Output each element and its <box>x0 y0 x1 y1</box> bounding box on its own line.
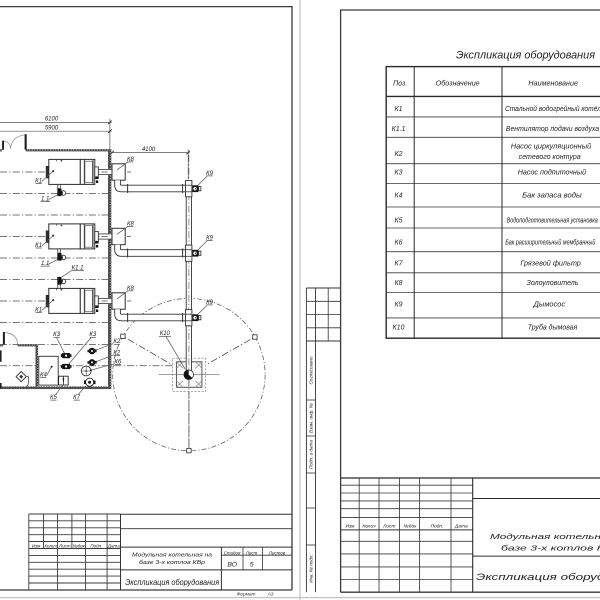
svg-text:К2: К2 <box>113 339 121 345</box>
svg-text:Дата: Дата <box>107 544 120 549</box>
svg-text:Бак запаса воды: Бак запаса воды <box>522 192 582 200</box>
svg-text:4100: 4100 <box>142 147 156 153</box>
svg-text:Дымосос: Дымосос <box>533 301 566 308</box>
svg-text:Стадия: Стадия <box>224 551 241 556</box>
svg-text:Лист: Лист <box>58 544 71 549</box>
svg-text:Лист: Лист <box>245 551 258 556</box>
svg-text:Изм: Изм <box>32 544 40 549</box>
svg-text:Колич: Колич <box>362 524 376 530</box>
svg-text:Модульная котельная на: Модульная котельная на <box>490 532 600 541</box>
svg-text:1.1: 1.1 <box>41 261 49 267</box>
svg-text:К9: К9 <box>394 301 402 308</box>
svg-text:К8: К8 <box>394 280 402 287</box>
svg-text:К9: К9 <box>206 235 214 241</box>
svg-text:Наименование: Наименование <box>528 81 578 88</box>
svg-text:Обозначение: Обозначение <box>436 80 480 88</box>
svg-text:К3: К3 <box>53 332 61 338</box>
svg-text:5: 5 <box>250 562 254 569</box>
svg-text:Бак расширительный мембранный: Бак расширительный мембранный <box>505 239 595 247</box>
svg-text:сетевого контура: сетевого контура <box>519 154 581 161</box>
svg-text:Экспликация оборудования: Экспликация оборудования <box>456 49 595 61</box>
svg-text:1.1: 1.1 <box>41 196 49 202</box>
svg-text:Согласовано: Согласовано <box>309 356 314 384</box>
svg-text:К2: К2 <box>394 151 402 158</box>
svg-text:К8: К8 <box>127 157 135 163</box>
svg-text:Насос циркуляционный: Насос циркуляционный <box>511 143 592 151</box>
svg-text:Колич: Колич <box>44 544 57 549</box>
svg-text:Листов: Листов <box>268 551 286 556</box>
svg-text:К9: К9 <box>206 171 214 177</box>
svg-text:К2: К2 <box>113 351 121 357</box>
svg-text:К1: К1 <box>35 243 42 249</box>
svg-text:Грязевой фильтр: Грязевой фильтр <box>520 259 581 267</box>
svg-text:№док: №док <box>73 544 86 549</box>
svg-text:К5: К5 <box>50 395 58 401</box>
svg-text:К7: К7 <box>394 260 403 267</box>
svg-text:№док: №док <box>404 524 418 530</box>
svg-text:5900: 5900 <box>45 126 59 132</box>
svg-text:Формат: Формат <box>236 592 255 598</box>
svg-text:Экспликация оборудования: Экспликация оборудования <box>125 578 220 587</box>
svg-text:Модульная котельная на: Модульная котельная на <box>132 553 213 559</box>
svg-text:Изм: Изм <box>346 524 356 530</box>
svg-text:Стальной водогрейный котёл: Стальной водогрейный котёл <box>505 105 600 113</box>
svg-text:А3: А3 <box>267 592 274 598</box>
svg-text:Инв. № подл.: Инв. № подл. <box>309 554 314 583</box>
svg-text:Золоуловитель: Золоуловитель <box>527 280 579 287</box>
svg-text:Труба дымовая: Труба дымовая <box>528 323 578 331</box>
svg-text:К10: К10 <box>160 331 171 337</box>
svg-text:Подп.: Подп. <box>90 544 102 549</box>
svg-text:К10: К10 <box>393 324 405 331</box>
svg-text:К5: К5 <box>394 218 402 225</box>
svg-text:Экспликация оборудования: Экспликация оборудования <box>476 572 600 583</box>
svg-text:К4: К4 <box>394 193 402 200</box>
svg-text:К3: К3 <box>89 332 97 338</box>
svg-text:К3: К3 <box>394 169 402 176</box>
svg-text:К1.1: К1.1 <box>72 266 84 272</box>
svg-text:К4: К4 <box>40 372 48 378</box>
svg-text:Насос подпиточный: Насос подпиточный <box>518 168 586 176</box>
svg-text:Взам. инф. №: Взам. инф. № <box>309 403 314 433</box>
svg-text:К1: К1 <box>35 307 42 313</box>
svg-text:К1: К1 <box>394 106 402 113</box>
svg-text:К9: К9 <box>206 300 214 306</box>
svg-text:К8: К8 <box>127 221 135 227</box>
svg-text:К6: К6 <box>394 240 402 247</box>
svg-text:Поз.: Поз. <box>393 81 407 88</box>
svg-text:К6: К6 <box>114 359 122 365</box>
svg-text:Водоподготовительная установка: Водоподготовительная установка <box>507 217 598 225</box>
svg-text:Подп.: Подп. <box>431 524 444 530</box>
svg-text:Подп. и дата: Подп. и дата <box>309 440 314 469</box>
svg-text:6100: 6100 <box>45 117 59 123</box>
svg-text:Дата: Дата <box>454 524 468 530</box>
svg-text:К1.1: К1.1 <box>392 126 406 133</box>
svg-text:ВО: ВО <box>227 562 237 569</box>
svg-text:базе 3-х котлов КВр: базе 3-х котлов КВр <box>501 544 600 553</box>
svg-text:Вентилятор подачи воздуха: Вентилятор подачи воздуха <box>506 125 599 133</box>
svg-text:К7: К7 <box>73 395 81 401</box>
svg-text:К8: К8 <box>127 286 135 292</box>
svg-text:Лист: Лист <box>382 524 395 530</box>
svg-text:базе 3-х котлов КВр: базе 3-х котлов КВр <box>139 560 206 566</box>
svg-text:К1: К1 <box>35 178 42 184</box>
